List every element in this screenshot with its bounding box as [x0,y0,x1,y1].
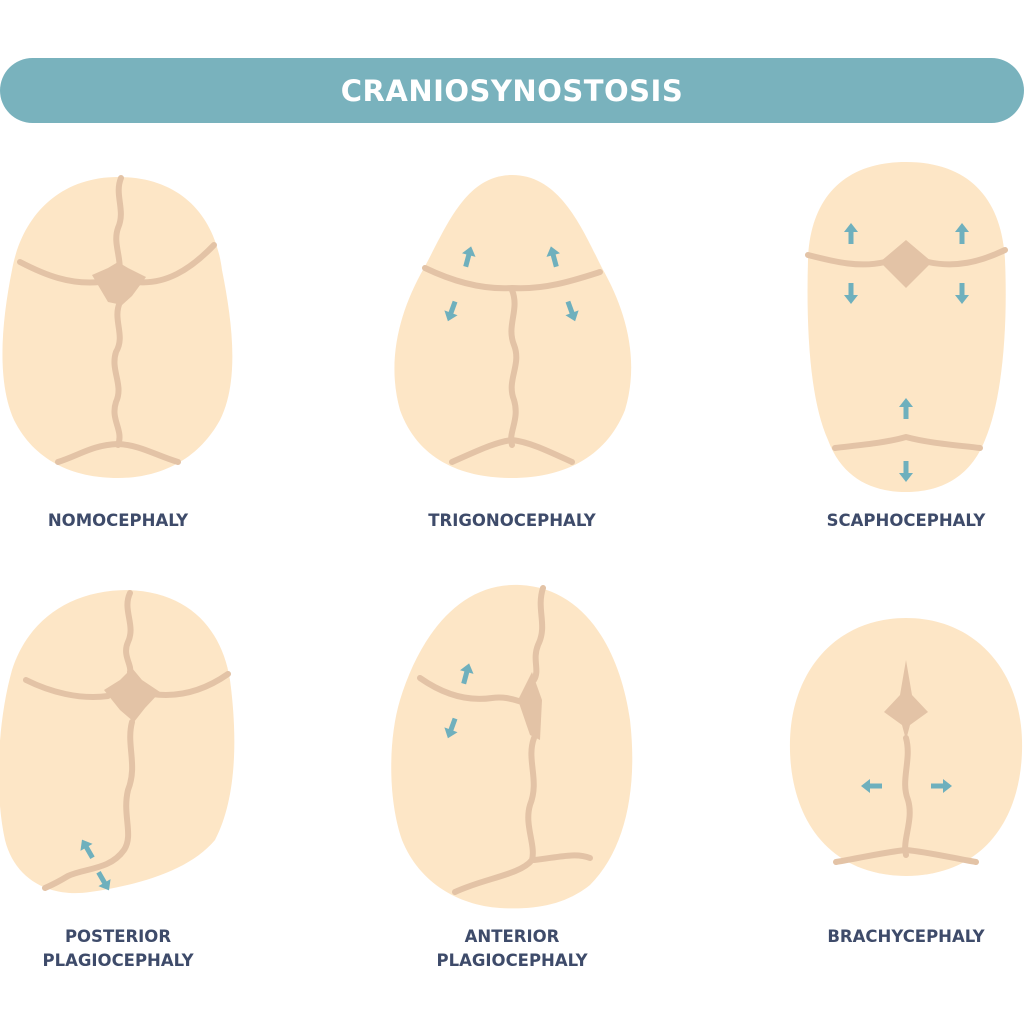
label-nomocephaly: NOMOCEPHALY [48,511,189,530]
label-trigonocephaly: TRIGONOCEPHALY [428,511,597,530]
skull-brachycephaly [789,618,1023,876]
label-posterior-line1: POSTERIOR [65,927,171,946]
skull-nomocephaly [2,175,233,478]
skull-trigonocephaly [394,175,632,478]
label-anterior-line2: PLAGIOCEPHALY [436,951,588,970]
skull-posterior-plagiocephaly [0,590,235,894]
skull-anterior-plagiocephaly [391,584,633,909]
title-banner: CRANIOSYNOSTOSIS [0,58,1024,123]
label-brachycephaly: BRACHYCEPHALY [827,927,985,946]
skull-scaphocephaly [805,162,1008,492]
page-title: CRANIOSYNOSTOSIS [340,73,684,108]
label-posterior-line2: PLAGIOCEPHALY [42,951,194,970]
label-anterior-line1: ANTERIOR [465,927,560,946]
label-scaphocephaly: SCAPHOCEPHALY [827,511,987,530]
